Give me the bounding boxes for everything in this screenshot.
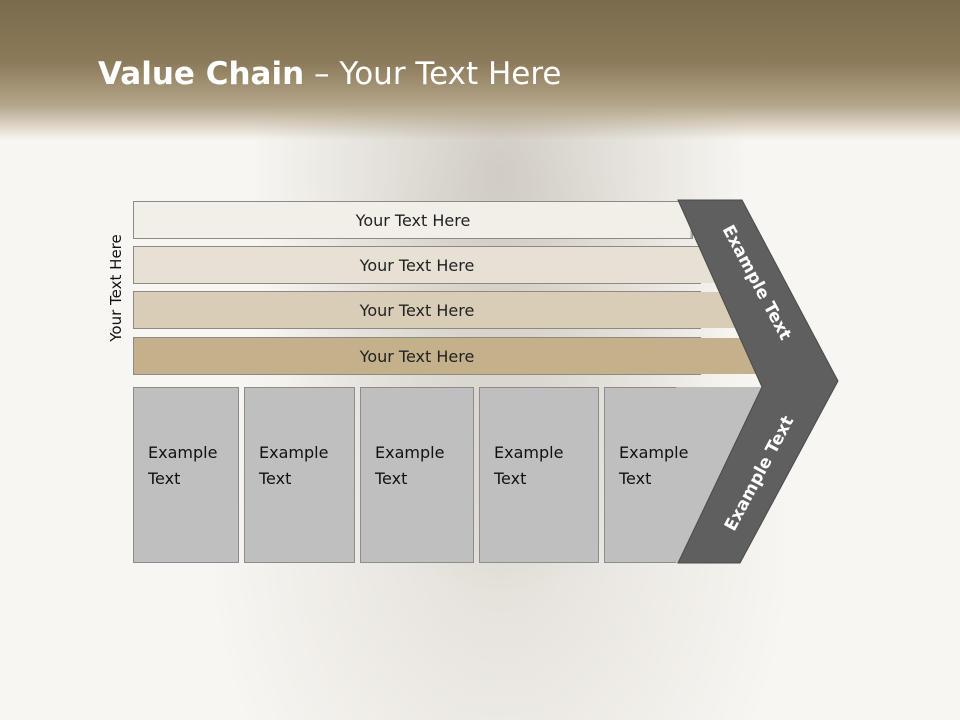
column-2-line2: Text [259, 469, 292, 488]
header-band [0, 0, 960, 140]
chevron-arrow [677, 199, 839, 564]
bar-2: Your Text Here [133, 246, 701, 284]
bar-3: Your Text Here [133, 291, 701, 329]
bar-1: Your Text Here [133, 201, 693, 239]
title-bold: Value Chain [98, 56, 305, 92]
column-2-line1: Example [259, 443, 329, 462]
column-5-line2: Text [619, 469, 652, 488]
slide-title: Value Chain – Your Text Here [98, 56, 561, 92]
bar-3-tip [700, 292, 738, 328]
column-5-line1: Example [619, 443, 689, 462]
column-5-tip [675, 387, 762, 563]
column-1-line1: Example [148, 443, 218, 462]
title-rest: – Your Text Here [304, 56, 562, 92]
column-3-line1: Example [375, 443, 445, 462]
column-3-line2: Text [375, 469, 408, 488]
column-1-line2: Text [148, 469, 181, 488]
column-4-line1: Example [494, 443, 564, 462]
bar-4: Your Text Here [133, 337, 701, 375]
column-4-line2: Text [494, 469, 527, 488]
